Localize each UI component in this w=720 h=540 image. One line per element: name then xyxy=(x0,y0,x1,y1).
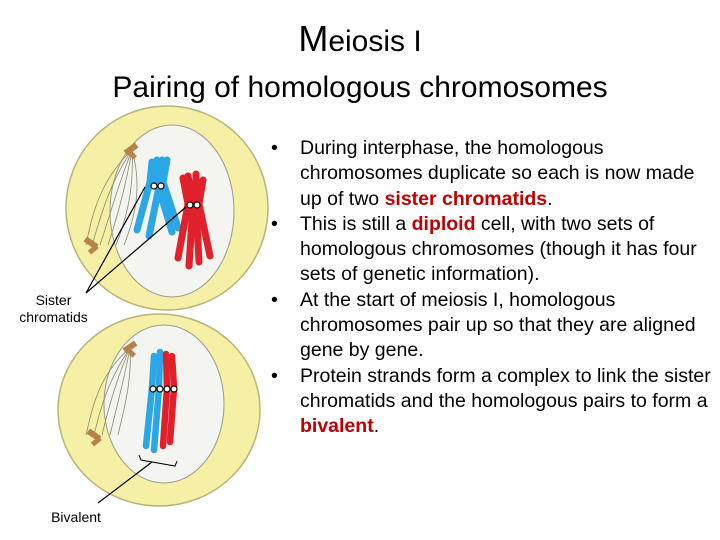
bullet-highlight: bivalent xyxy=(300,415,374,438)
pointer-sister-2 xyxy=(85,206,187,294)
bivalent-bracket xyxy=(138,454,178,467)
bullet-item: • At the start of meiosis I, homologous c… xyxy=(268,288,713,364)
bullet-text-end: . xyxy=(547,187,553,210)
title-rest: eiosis I xyxy=(328,25,422,58)
bullet-highlight: sister chromatids xyxy=(384,187,548,210)
bottom-cell xyxy=(57,313,261,507)
bullet-dot: • xyxy=(271,288,278,311)
bullet-list: • During interphase, the homologous chrom… xyxy=(268,136,713,440)
title-first-letter: M xyxy=(298,18,329,59)
label-sister-chromatids: Sister chromatids xyxy=(19,292,88,325)
bullet-text: During interphase, the homologous chromo… xyxy=(300,137,695,210)
pointer-sister-1 xyxy=(85,186,146,294)
bullet-text: At the start of meiosis I, homologous ch… xyxy=(300,288,696,362)
bivalent-centromeres xyxy=(149,385,178,393)
page-title: Meiosis I xyxy=(0,21,720,59)
bullet-item: • Protein strands form a complex to link … xyxy=(268,364,713,440)
top-centromeres xyxy=(150,182,201,209)
bullet-item: • During interphase, the homologous chrom… xyxy=(268,136,713,212)
top-cell xyxy=(65,105,269,311)
bullet-dot: • xyxy=(271,364,278,387)
bottom-centrosome-upper xyxy=(122,340,138,358)
pointer-bivalent xyxy=(97,461,153,504)
top-centrosome-upper xyxy=(123,142,139,160)
top-centrosome-lower xyxy=(83,236,99,255)
blue-sister-chromatids xyxy=(133,156,182,240)
page-subtitle: Pairing of homologous chromosomes xyxy=(112,71,608,104)
bullet-dot: • xyxy=(271,137,278,159)
bottom-centrosome-lower xyxy=(86,428,102,447)
bullet-text-end: . xyxy=(373,415,380,438)
bullet-text-end: cell, with two sets of homologous chromo… xyxy=(300,212,697,286)
bullet-highlight: diploid xyxy=(411,212,476,235)
bullet-text: This is still a xyxy=(300,212,412,235)
bullet-item: • This is still a diploid cell, with two … xyxy=(268,212,713,288)
label-bivalent: Bivalent xyxy=(51,509,101,525)
bullet-text: Protein strands form a complex to link t… xyxy=(300,364,711,412)
bottom-spindle-fibers xyxy=(85,347,131,436)
bullet-dot: • xyxy=(271,212,278,235)
top-spindle-fibers xyxy=(85,149,138,246)
pointer-lines xyxy=(85,186,187,504)
